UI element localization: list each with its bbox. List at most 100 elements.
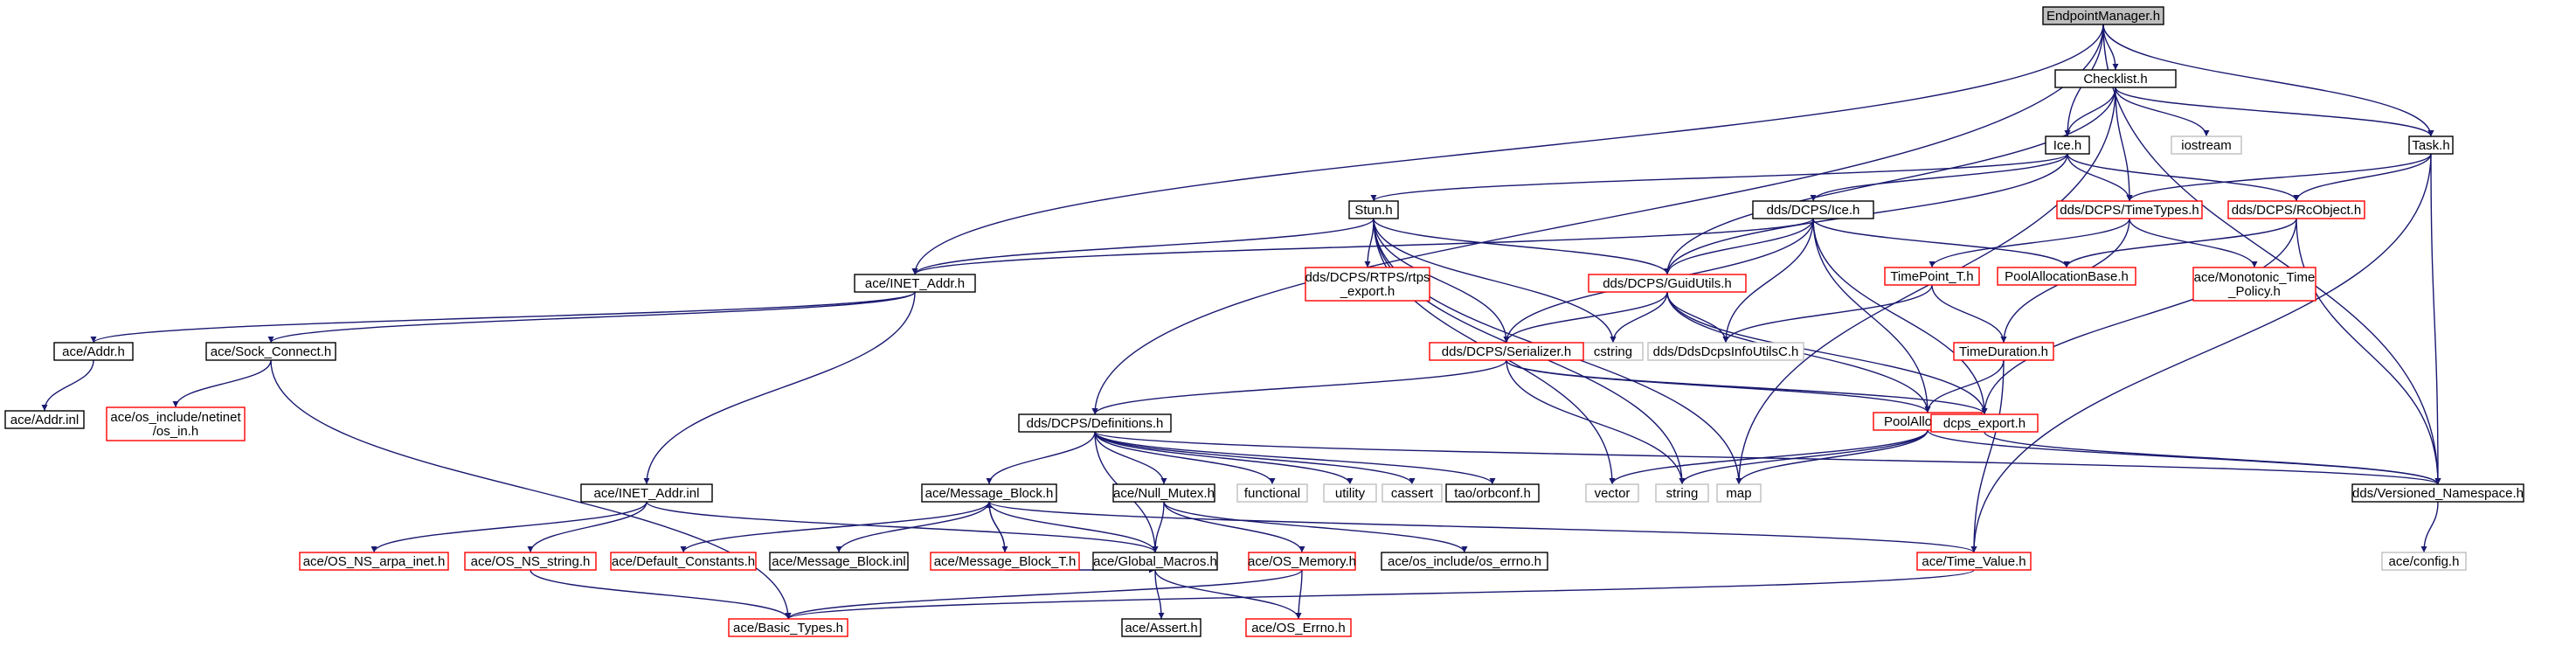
node-message-block-inl[interactable]: ace/Message_Block.inl	[769, 552, 909, 571]
node-label: ace/Basic_Types.h	[733, 621, 843, 636]
edge-dcpsice-to-pool-allocator	[1812, 218, 1931, 413]
node-message-block-t[interactable]: ace/Message_Block_T.h	[930, 552, 1080, 571]
edge-pool-allocator-to-map	[1735, 429, 1929, 485]
node-basic-types[interactable]: ace/Basic_Types.h	[728, 618, 848, 637]
edge-checklist-to-iostream	[2115, 87, 2210, 137]
edge-message-block-to-default-constants	[680, 501, 990, 553]
node-box	[205, 342, 336, 361]
node-os-memory[interactable]: ace/OS_Memory.h	[1248, 552, 1356, 571]
node-label: ace/Default_Constants.h	[612, 554, 755, 569]
edge-checklist-to-guid-utils	[1664, 87, 2116, 275]
edge-inet-addr-to-inet-addr-inl	[643, 291, 916, 485]
edge-stun-to-guid-utils	[1373, 218, 1671, 275]
node-ice[interactable]: Ice.h	[2045, 135, 2090, 155]
edge-rc-object-to-pool-allocation-base	[2063, 218, 2297, 268]
node-label: cstring	[1594, 344, 1632, 359]
edge-dcpsice-to-guid-utils	[1664, 218, 1814, 275]
edge-null-mutex-to-global-macros	[1152, 501, 1165, 553]
edge-serializer-to-definitions	[1091, 359, 1507, 415]
node-sock-connect[interactable]: ace/Sock_Connect.h	[205, 342, 336, 361]
edge-guid-utils-to-cstring	[1610, 291, 1668, 344]
node-ace-addr[interactable]: ace/Addr.h	[53, 342, 134, 361]
node-os-in-h[interactable]: ace/os_include/netinet/os_in.h	[106, 406, 246, 441]
node-global-macros[interactable]: ace/Global_Macros.h	[1092, 552, 1218, 571]
node-dcps-export[interactable]: dcps_export.h	[1930, 413, 2039, 433]
node-functional: functional	[1236, 483, 1308, 503]
node-label: dds/DCPS/Ice.h	[1767, 203, 1860, 218]
node-label: ace/OS_Memory.h	[1248, 554, 1356, 569]
edge-stun-to-rtps-export	[1364, 218, 1375, 268]
node-addr-inl[interactable]: ace/Addr.inl	[4, 410, 85, 429]
edge-inet-addr-to-sock-connect	[267, 291, 916, 344]
node-label: _Policy.h	[2227, 284, 2281, 299]
node-cassert: cassert	[1381, 483, 1443, 503]
edge-checklist-to-time-types	[2115, 87, 2133, 202]
edge-global-macros-to-os-errno	[1154, 569, 1302, 620]
node-label: dds/DCPS/GuidUtils.h	[1603, 276, 1732, 291]
node-pool-allocation-base[interactable]: PoolAllocationBase.h	[1997, 267, 2136, 286]
node-label: ace/Message_Block_T.h	[934, 554, 1077, 569]
node-time-point[interactable]: TimePoint_T.h	[1884, 267, 1980, 286]
node-rc-object[interactable]: dds/DCPS/RcObject.h	[2227, 200, 2365, 219]
node-box	[1348, 200, 1399, 219]
node-label: ace/os_include/netinet	[110, 410, 241, 425]
node-rtps-export[interactable]: dds/DCPS/RTPS/rtps_export.h	[1305, 267, 1430, 302]
node-serializer[interactable]: dds/DCPS/Serializer.h	[1429, 342, 1584, 361]
node-default-constants[interactable]: ace/Default_Constants.h	[610, 552, 757, 571]
node-os-errno-inc[interactable]: ace/os_include/os_errno.h	[1381, 552, 1548, 571]
node-time-duration[interactable]: TimeDuration.h	[1953, 342, 2054, 361]
node-label: _export.h	[1340, 284, 1395, 299]
edge-guid-utils-to-dds-dcps-info-utils-c	[1666, 291, 1729, 344]
edge-pool-allocator-to-versioned-ns	[1927, 429, 2441, 485]
edge-inet-addr-to-ace-addr	[90, 291, 916, 344]
node-os-ns-string[interactable]: ace/OS_NS_string.h	[464, 552, 597, 571]
node-null-mutex[interactable]: ace/Null_Mutex.h	[1112, 483, 1215, 503]
node-box	[854, 274, 976, 293]
node-dcpsice[interactable]: dds/DCPS/Ice.h	[1752, 200, 1874, 219]
node-monotonic[interactable]: ace/Monotonic_Time_Policy.h	[2192, 267, 2316, 302]
node-box	[464, 552, 597, 571]
node-box	[1655, 483, 1709, 503]
node-os-ns-arpa[interactable]: ace/OS_NS_arpa_inet.h	[299, 552, 449, 571]
node-task[interactable]: Task.h	[2408, 135, 2454, 155]
edge-task-to-time-types	[2126, 153, 2432, 202]
node-checklist[interactable]: Checklist.h	[2054, 69, 2177, 88]
edge-time-point-to-dds-dcps-info-utils-c	[1722, 284, 1933, 344]
node-orbconf[interactable]: tao/orbconf.h	[1445, 483, 1540, 503]
edge-checklist-to-ice	[2064, 87, 2116, 137]
node-box	[1381, 552, 1548, 571]
node-time-types[interactable]: dds/DCPS/TimeTypes.h	[2056, 200, 2203, 219]
node-utility: utility	[1323, 483, 1377, 503]
edge-message-block-to-time-value	[988, 501, 1977, 553]
node-versioned-ns[interactable]: dds/Versioned_Namespace.h	[2351, 483, 2524, 503]
node-box	[2192, 267, 2316, 302]
node-os-errno[interactable]: ace/OS_Errno.h	[1245, 618, 1352, 637]
node-label: dds/DCPS/RTPS/rtps	[1305, 270, 1430, 285]
node-inet-addr-inl[interactable]: ace/INET_Addr.inl	[580, 483, 713, 503]
node-inet-addr[interactable]: ace/INET_Addr.h	[854, 274, 976, 293]
edge-serializer-to-dcps-export	[1506, 359, 1988, 415]
edge-dcpsice-to-pool-allocation-base	[1812, 218, 2070, 268]
edge-ice-to-stun	[1370, 153, 2068, 202]
node-endpoint-manager[interactable]: EndpointManager.h	[2042, 6, 2164, 25]
node-definitions[interactable]: dds/DCPS/Definitions.h	[1018, 413, 1172, 433]
node-map: map	[1716, 483, 1762, 503]
edge-sock-connect-to-basic-types	[270, 359, 792, 620]
edge-checklist-to-map	[1735, 87, 2116, 485]
edge-inet-addr-inl-to-global-macros	[646, 501, 1159, 553]
node-label: ace/Message_Block.inl	[772, 554, 905, 569]
node-label: vector	[1595, 486, 1631, 501]
node-label: dds/DCPS/TimeTypes.h	[2060, 203, 2199, 218]
edge-time-duration-to-pool-allocator	[1924, 359, 2005, 413]
node-label: ace/Message_Block.h	[925, 486, 1054, 501]
edge-task-to-time-value	[1970, 153, 2432, 553]
node-message-block[interactable]: ace/Message_Block.h	[921, 483, 1057, 503]
edge-time-duration-to-time-value	[1970, 359, 2005, 553]
node-time-value[interactable]: ace/Time_Value.h	[1916, 552, 2032, 571]
node-stun[interactable]: Stun.h	[1348, 200, 1399, 219]
node-ace-assert[interactable]: ace/Assert.h	[1121, 618, 1201, 637]
node-label: dds/DCPS/Serializer.h	[1442, 344, 1571, 359]
edge-serializer-to-pool-allocator	[1506, 359, 1931, 413]
node-guid-utils[interactable]: dds/DCPS/GuidUtils.h	[1588, 274, 1747, 293]
